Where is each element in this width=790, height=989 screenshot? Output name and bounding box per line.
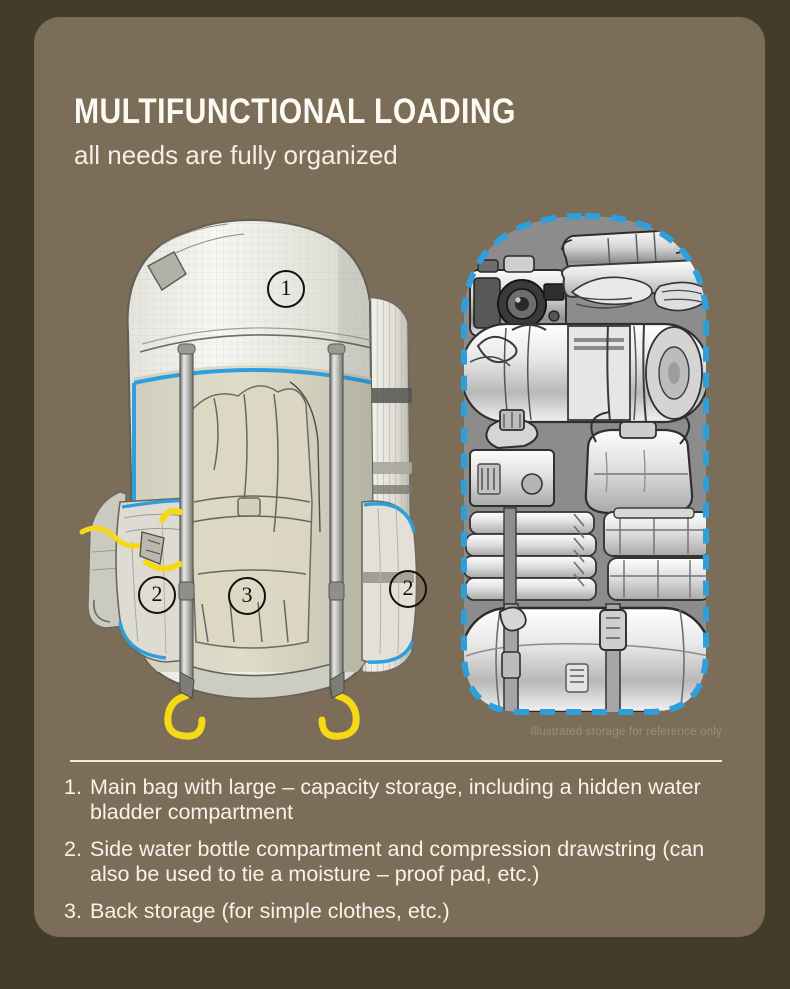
gear-caption: Illustrated storage for reference only (530, 726, 722, 738)
callout-badge-2-left: 2 (138, 576, 176, 614)
callout-badge-3: 3 (228, 577, 266, 615)
list-item-number: 3. (64, 899, 82, 923)
camp-stove (469, 409, 555, 507)
drawcord-buckle (79, 508, 183, 572)
duffel-bag (464, 603, 706, 712)
page-title: MULTIFUNCTIONAL LOADING (74, 92, 516, 132)
list-item: 2. Side water bottle compartment and com… (64, 837, 734, 887)
callout-badge-1: 1 (267, 270, 305, 308)
food-items (561, 258, 706, 312)
section-divider (70, 760, 722, 762)
list-item-number: 1. (64, 775, 82, 799)
stuff-sacks (603, 507, 706, 601)
list-item: 1. Main bag with large – capacity storag… (64, 775, 734, 825)
gear-layout-illustration (461, 212, 709, 715)
illustration-stage: 1 2 3 2 (34, 202, 765, 923)
dashed-outline (461, 212, 709, 715)
backpack-illustration (79, 219, 418, 740)
sleeping-bag-roll (464, 322, 706, 424)
packed-clothes (189, 385, 313, 649)
feature-list: 1. Main bag with large – capacity storag… (64, 775, 734, 936)
page-subtitle: all needs are fully organized (74, 140, 398, 170)
camera-item (469, 255, 567, 337)
callout-badge-2-right: 2 (389, 570, 427, 608)
list-item-number: 2. (64, 837, 82, 861)
content-panel: MULTIFUNCTIONAL LOADING all needs are fu… (34, 17, 765, 937)
compression-pole-left (164, 343, 206, 740)
list-item-text: Main bag with large – capacity storage, … (90, 775, 701, 824)
list-item-text: Back storage (for simple clothes, etc.) (90, 899, 450, 923)
list-item-text: Side water bottle compartment and compre… (90, 837, 705, 886)
folded-clothes (464, 507, 597, 605)
kettle (584, 411, 694, 515)
compression-pole-right (318, 343, 360, 740)
list-item: 3. Back storage (for simple clothes, etc… (64, 899, 734, 924)
